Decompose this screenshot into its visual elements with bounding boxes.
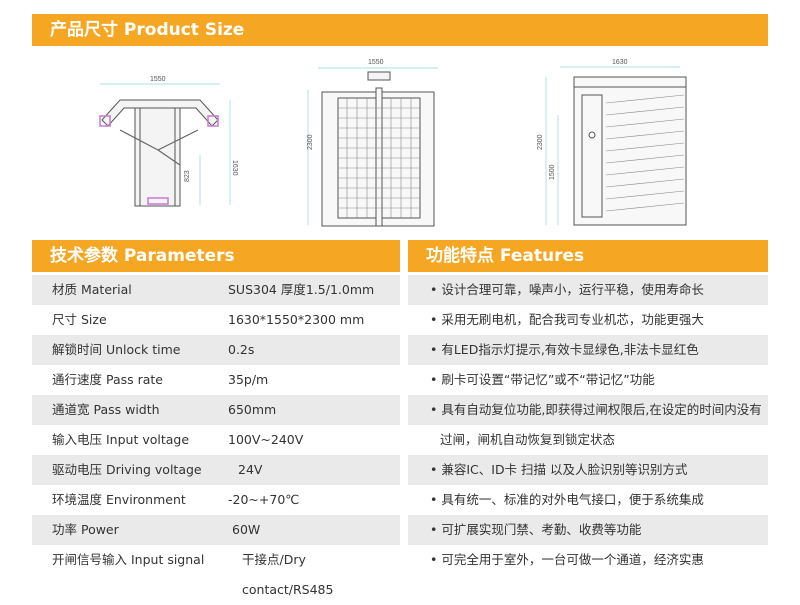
param-value: -20~+70℃	[228, 492, 300, 507]
features-title: 功能特点 Features	[426, 246, 585, 266]
param-value: 0.2s	[228, 342, 255, 357]
feature-item: • 刷卡可设置“带记忆”或不“带记忆”功能	[408, 365, 768, 395]
product-size-title: 产品尺寸 Product Size	[50, 20, 245, 40]
param-row-pass-width: 通道宽 Pass width 650mm	[32, 395, 400, 425]
parameters-banner: 技术参数 Parameters	[32, 240, 400, 272]
param-row-input-voltage: 输入电压 Input voltage 100V~240V	[32, 425, 400, 455]
param-value: 650mm	[228, 402, 277, 417]
param-value: 1630*1550*2300 mm	[228, 312, 365, 327]
feature-item: • 设计合理可靠，噪声小，运行平稳，使用寿命长	[408, 275, 768, 305]
top-width-dim: 1550	[150, 76, 166, 83]
feature-text: 过闸，闸机自动恢复到锁定状态	[440, 432, 616, 447]
feature-item: • 具有统一、标准的对外电气接口，便于系统集成	[408, 485, 768, 515]
param-row-power: 功率 Power 60W	[32, 515, 400, 545]
param-label: 通道宽 Pass width	[52, 402, 160, 417]
top-view-drawing: 1550 1630 823	[99, 76, 238, 207]
feature-text: • 具有统一、标准的对外电气接口，便于系统集成	[430, 492, 704, 507]
param-value: 干接点/Dry contact/RS485	[242, 552, 334, 597]
feature-text: • 采用无刷电机，配合我司专业机芯，功能更强大	[430, 312, 704, 327]
top-inner-dim: 823	[184, 170, 191, 182]
param-row-pass-rate: 通行速度 Pass rate 35p/m	[32, 365, 400, 395]
feature-item: • 具有自动复位功能,即获得过闸权限后,在设定的时间内没有	[408, 395, 768, 425]
feature-item: • 采用无刷电机，配合我司专业机芯，功能更强大	[408, 305, 768, 335]
side-height-dim: 2300	[537, 134, 544, 150]
param-row-environment: 环境温度 Environment -20~+70℃	[32, 485, 400, 515]
param-label: 解锁时间 Unlock time	[52, 342, 181, 357]
features-banner: 功能特点 Features	[408, 240, 768, 272]
feature-text: • 可扩展实现门禁、考勤、收费等功能	[430, 522, 642, 537]
side-width-dim: 1630	[612, 59, 628, 66]
param-value: 60W	[232, 522, 261, 537]
feature-item: • 可完全用于室外，一台可做一个通道，经济实惠	[408, 545, 768, 575]
feature-text: • 刷卡可设置“带记忆”或不“带记忆”功能	[430, 372, 655, 387]
param-label: 开闸信号输入 Input signal	[52, 552, 205, 567]
front-view-drawing: 1550 2300	[307, 59, 438, 227]
param-row-unlock-time: 解锁时间 Unlock time 0.2s	[32, 335, 400, 365]
product-size-banner: 产品尺寸 Product Size	[32, 14, 768, 46]
param-label: 驱动电压 Driving voltage	[52, 462, 202, 477]
param-row-input-signal: 开闸信号输入 Input signal 干接点/Dry contact/RS48…	[32, 545, 400, 597]
param-label: 通行速度 Pass rate	[52, 372, 163, 387]
param-value: 24V	[238, 462, 263, 477]
param-label: 输入电压 Input voltage	[52, 432, 190, 447]
param-row-size: 尺寸 Size 1630*1550*2300 mm	[32, 305, 400, 335]
param-label: 尺寸 Size	[52, 312, 107, 327]
param-row-material: 材质 Material SUS304 厚度1.5/1.0mm	[32, 275, 400, 305]
param-row-driving-voltage: 驱动电压 Driving voltage 24V	[32, 455, 400, 485]
param-label: 功率 Power	[52, 522, 119, 537]
feature-text: • 具有自动复位功能,即获得过闸权限后,在设定的时间内没有	[430, 402, 762, 417]
param-value: 35p/m	[228, 372, 269, 387]
param-label: 环境温度 Environment	[52, 492, 186, 507]
feature-text: • 兼容IC、ID卡 扫描 以及人脸识别等识别方式	[430, 462, 688, 477]
feature-text: • 设计合理可靠，噪声小，运行平稳，使用寿命长	[430, 282, 704, 297]
top-depth-dim: 1630	[231, 160, 238, 176]
param-label: 材质 Material	[52, 282, 132, 297]
feature-item: • 兼容IC、ID卡 扫描 以及人脸识别等识别方式	[408, 455, 768, 485]
param-value: 100V~240V	[228, 432, 304, 447]
feature-item: • 可扩展实现门禁、考勤、收费等功能	[408, 515, 768, 545]
feature-text: • 可完全用于室外，一台可做一个通道，经济实惠	[430, 552, 704, 567]
front-height-dim: 2300	[307, 134, 314, 150]
side-inner-dim: 1500	[549, 164, 556, 180]
front-width-dim: 1550	[368, 59, 384, 66]
feature-item: • 有LED指示灯提示,有效卡显绿色,非法卡显红色	[408, 335, 768, 365]
feature-text: • 有LED指示灯提示,有效卡显绿色,非法卡显红色	[430, 342, 699, 357]
parameters-title: 技术参数 Parameters	[50, 246, 235, 266]
side-view-drawing: 1630 2300 1500	[537, 59, 687, 226]
feature-item-continuation: 过闸，闸机自动恢复到锁定状态	[408, 425, 768, 455]
param-value: SUS304 厚度1.5/1.0mm	[228, 282, 375, 297]
